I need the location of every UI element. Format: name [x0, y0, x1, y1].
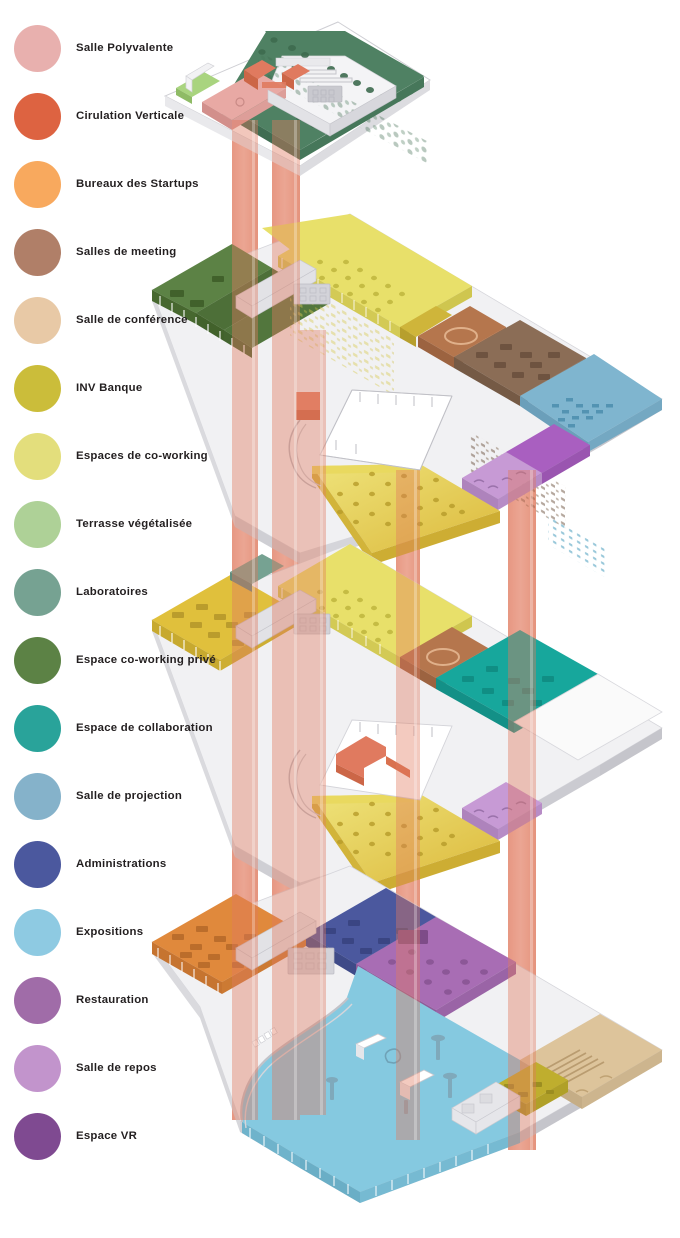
legend-label: Restauration	[76, 994, 149, 1006]
legend-colour-swatch	[14, 772, 61, 820]
legend-item-7[interactable]: Terrasse végétalisée	[0, 500, 192, 548]
level-roof	[163, 21, 431, 176]
legend-label: Espaces de co-working	[76, 450, 208, 462]
legend-item-13[interactable]: Expositions	[0, 908, 143, 956]
legend-colour-swatch	[14, 976, 61, 1024]
legend-label: Cirulation Verticale	[76, 110, 185, 122]
legend-label: Salle de repos	[76, 1062, 157, 1074]
legend-label: Salles de meeting	[76, 246, 177, 258]
legend-colour-swatch	[14, 432, 61, 480]
legend-item-3[interactable]: Salles de meeting	[0, 228, 176, 276]
legend-item-10[interactable]: Espace de collaboration	[0, 704, 213, 752]
level-0	[151, 865, 663, 1203]
legend-label: Laboratoires	[76, 586, 148, 598]
circulation-shafts-front	[232, 120, 536, 1150]
legend-item-6[interactable]: Espaces de co-working	[0, 432, 208, 480]
legend-item-11[interactable]: Salle de projection	[0, 772, 182, 820]
legend-colour-swatch	[14, 228, 61, 276]
level-2	[151, 543, 663, 895]
exhibition-objects	[326, 1033, 457, 1114]
legend-label: Salle de conférence	[76, 314, 188, 326]
legend-label: INV Banque	[76, 382, 143, 394]
legend-item-14[interactable]: Restauration	[0, 976, 149, 1024]
legend-label: Espace de collaboration	[76, 722, 213, 734]
roof-core-walls	[275, 57, 331, 67]
level-3	[151, 213, 663, 580]
legend-colour-swatch	[14, 704, 61, 752]
legend-colour-swatch	[14, 1044, 61, 1092]
legend-label: Salle de projection	[76, 790, 183, 802]
legend-label: Terrasse végétalisée	[76, 518, 193, 530]
legend-colour-swatch	[14, 568, 61, 616]
legend-item-15[interactable]: Salle de repos	[0, 1044, 157, 1092]
legend-colour-swatch	[14, 1112, 61, 1160]
legend-label: Bureaux des Startups	[76, 178, 199, 190]
legend-item-2[interactable]: Bureaux des Startups	[0, 160, 199, 208]
legend-label: Administrations	[76, 858, 167, 870]
legend-colour-swatch	[14, 160, 61, 208]
legend-colour-swatch	[14, 840, 61, 888]
legend-colour-swatch	[14, 500, 61, 548]
legend-colour-swatch	[14, 364, 61, 412]
legend-colour-swatch	[14, 296, 61, 344]
legend-label: Expositions	[76, 926, 144, 938]
legend-colour-swatch	[14, 24, 61, 72]
legend-item-12[interactable]: Administrations	[0, 840, 166, 888]
legend-item-0[interactable]: Salle Polyvalente	[0, 24, 173, 72]
legend-colour-swatch	[14, 908, 61, 956]
legend-item-1[interactable]: Cirulation Verticale	[0, 92, 184, 140]
legend-item-5[interactable]: INV Banque	[0, 364, 142, 412]
legend-label: Salle Polyvalente	[76, 42, 174, 54]
legend-label: Espace co-working privé	[76, 654, 216, 666]
legend-item-8[interactable]: Laboratoires	[0, 568, 148, 616]
legend-item-16[interactable]: Espace VR	[0, 1112, 137, 1160]
legend-item-4[interactable]: Salle de conférence	[0, 296, 188, 344]
legend-label: Espace VR	[76, 1130, 138, 1142]
legend-colour-swatch	[14, 636, 61, 684]
legend-item-9[interactable]: Espace co-working privé	[0, 636, 216, 684]
legend-colour-swatch	[14, 92, 61, 140]
